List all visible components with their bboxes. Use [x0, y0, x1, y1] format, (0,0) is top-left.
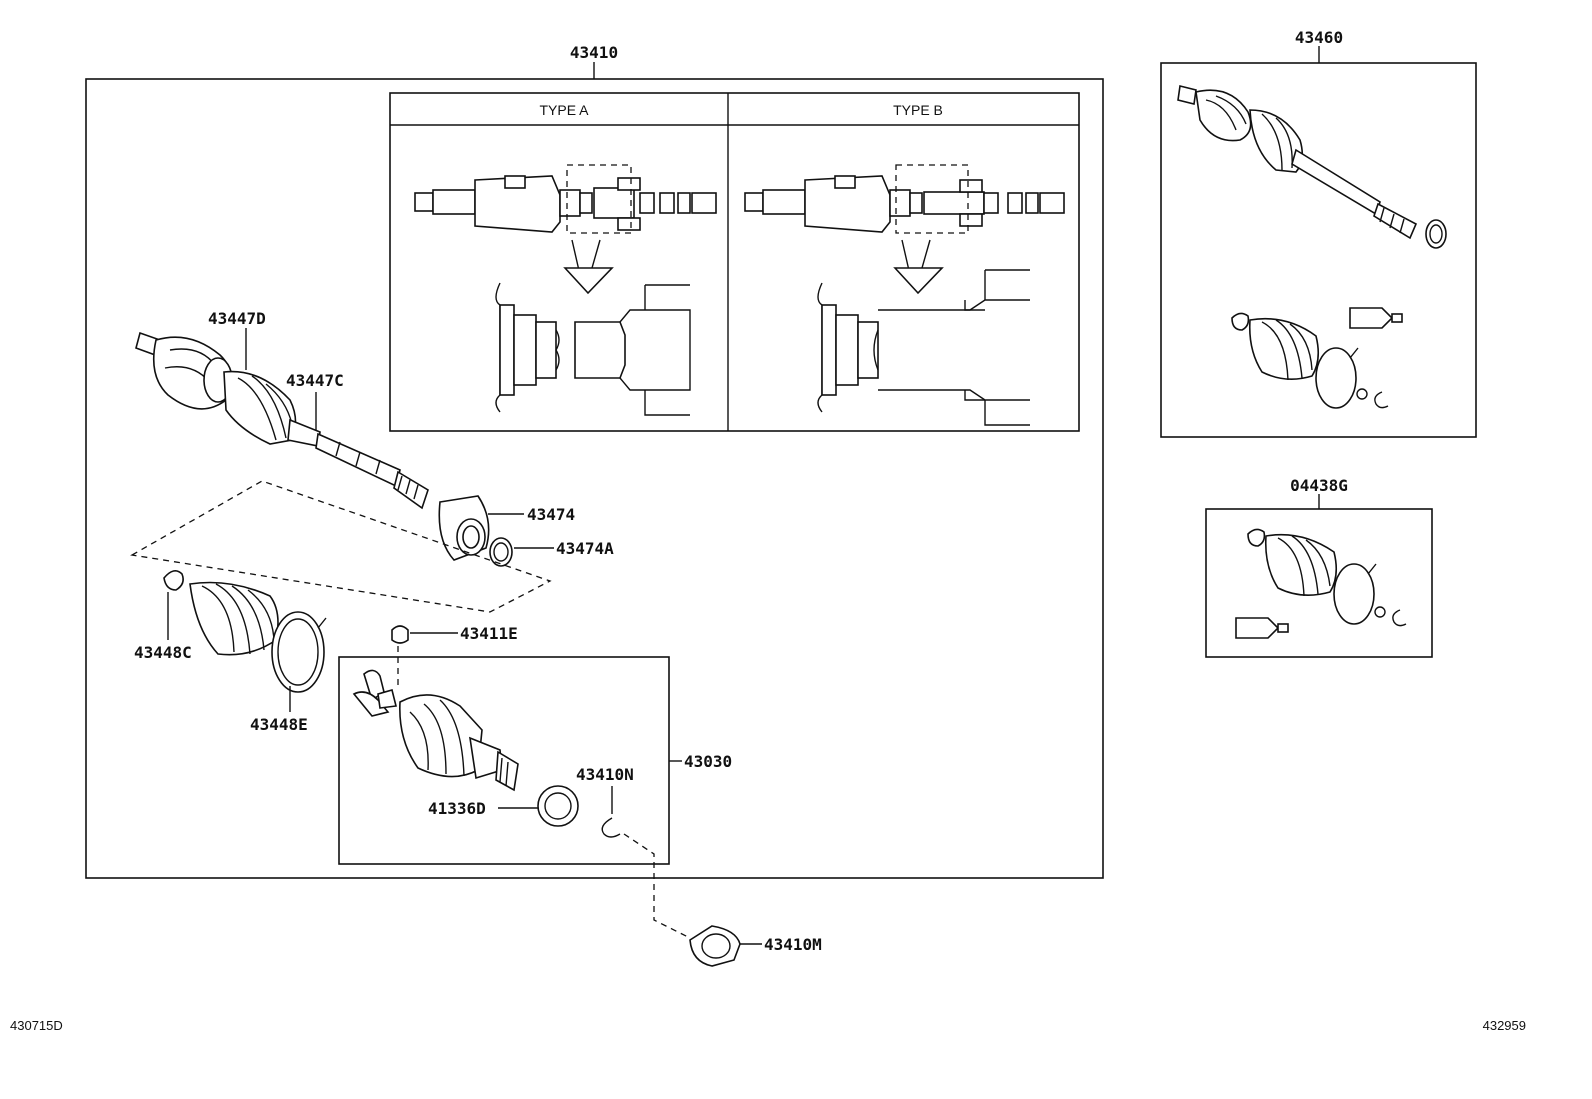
label-43447c[interactable]: 43447C [286, 371, 344, 390]
assembly-43410-frame: 43410 [85, 43, 1104, 879]
snap-ring-43410n-illustration [601, 817, 621, 838]
assembly-43460-frame: 43460 [1160, 28, 1477, 438]
drive-shaft-illustration [135, 331, 429, 510]
type-b-caption: TYPE B [893, 102, 943, 118]
label-43448e[interactable]: 43448E [250, 715, 308, 734]
boot-43448-illustration [163, 570, 327, 693]
boot-kit-04438g-illustration [1235, 528, 1407, 639]
label-43030[interactable]: 43030 [684, 752, 732, 771]
label-43460[interactable]: 43460 [1295, 28, 1343, 47]
bearing-43474-illustration [438, 495, 490, 561]
parts-diagram: 43410 TYPE A TYPE B [10, 28, 1526, 1033]
label-43410m[interactable]: 43410M [764, 935, 822, 954]
type-b-detail-illustration [817, 269, 1030, 426]
cv-joint-illustration [352, 669, 519, 792]
label-43447d[interactable]: 43447D [208, 309, 266, 328]
label-43410[interactable]: 43410 [570, 43, 618, 62]
type-a-detail-illustration [495, 282, 691, 416]
subassembly-43030-frame: 43030 [338, 656, 732, 865]
footer-right-code: 432959 [1483, 1018, 1526, 1033]
ring-43474a-illustration [489, 537, 513, 567]
boot-kit-dashed-outline [130, 480, 552, 613]
type-a-shaft-illustration [414, 164, 717, 295]
label-43474a[interactable]: 43474A [556, 539, 614, 558]
type-b-shaft-illustration [744, 164, 1065, 295]
label-43410n[interactable]: 43410N [576, 765, 634, 784]
label-04438g[interactable]: 04438G [1290, 476, 1348, 495]
label-41336d[interactable]: 41336D [428, 799, 486, 818]
footer-left-code: 430715D [10, 1018, 63, 1033]
boot-kit-43460-illustration [1231, 307, 1403, 409]
label-43474[interactable]: 43474 [527, 505, 575, 524]
nut-43411e-illustration [391, 625, 409, 644]
label-43448c[interactable]: 43448C [134, 643, 192, 662]
kit-04438g-frame: 04438G [1205, 476, 1433, 658]
type-comparison-inset: TYPE A TYPE B [389, 92, 1080, 432]
type-a-caption: TYPE A [539, 102, 589, 118]
shaft-43460-illustration [1177, 85, 1447, 249]
label-43411e[interactable]: 43411E [460, 624, 518, 643]
bearing-43410m-illustration [689, 925, 741, 967]
seal-41336d-illustration [537, 785, 579, 827]
